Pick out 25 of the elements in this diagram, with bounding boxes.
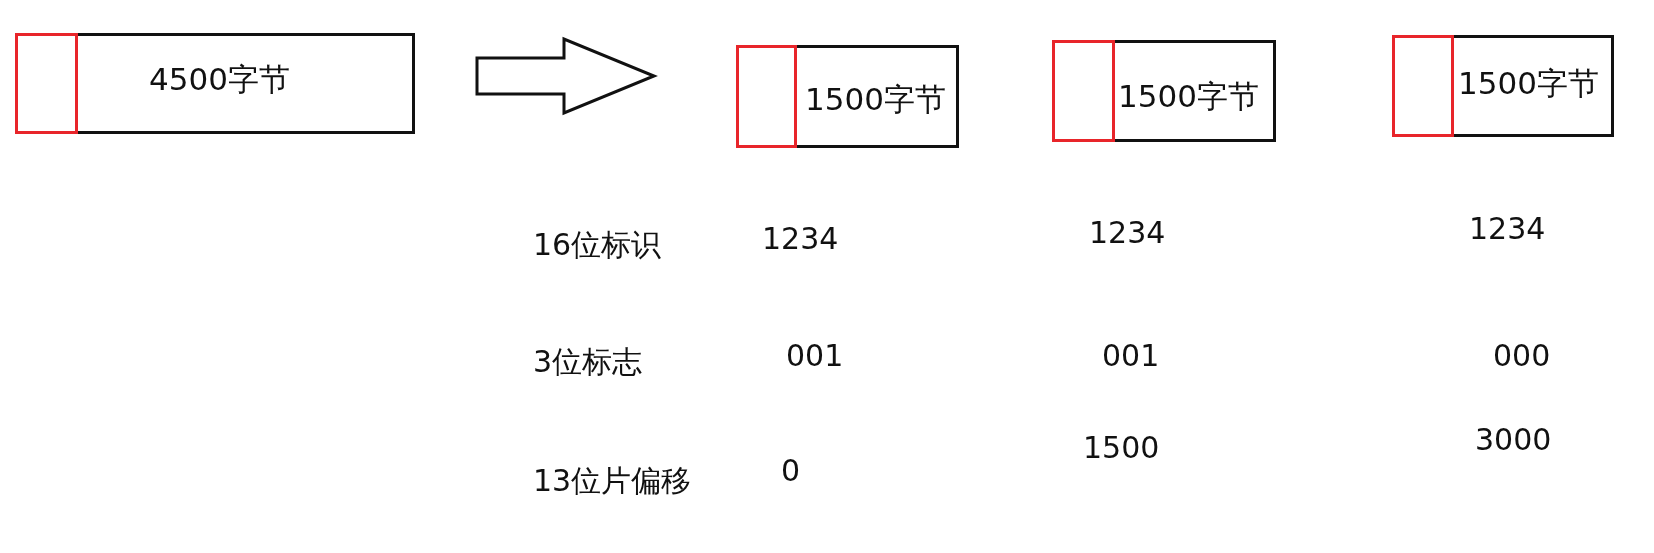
header-segment (15, 33, 78, 134)
size-label: 1500字节 (1118, 81, 1259, 112)
size-label: 4500字节 (149, 64, 290, 95)
field-value: 001 (786, 341, 844, 371)
field-value: 1500 (1083, 433, 1160, 463)
header-segment (736, 45, 797, 148)
packet-box (1392, 35, 1614, 137)
field-label: 13位片偏移 (533, 466, 692, 496)
field-value: 001 (1102, 341, 1160, 371)
field-value: 1234 (762, 224, 839, 254)
field-label: 16位标识 (533, 230, 662, 260)
field-value: 000 (1493, 341, 1551, 371)
field-value: 3000 (1475, 425, 1552, 455)
field-value: 1234 (1089, 218, 1166, 248)
field-value: 1234 (1469, 214, 1546, 244)
packet-box (15, 33, 415, 134)
field-label: 3位标志 (533, 347, 643, 377)
field-value: 0 (781, 456, 801, 486)
size-label: 1500字节 (1458, 68, 1599, 99)
header-segment (1052, 40, 1115, 142)
size-label: 1500字节 (805, 84, 946, 115)
header-segment (1392, 35, 1454, 137)
block-arrow (475, 36, 658, 116)
packet-box (1052, 40, 1276, 142)
packet-box (736, 45, 959, 148)
